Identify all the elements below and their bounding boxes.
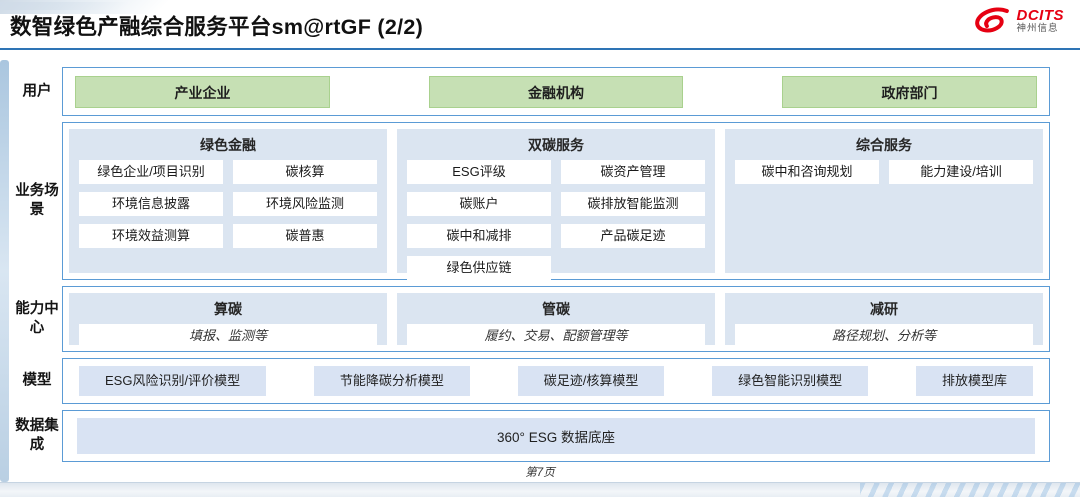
scenario-panel-title: 综合服务 <box>856 137 912 153</box>
models-box: ESG风险识别/评价模型 节能降碳分析模型 碳足迹/核算模型 绿色智能识别模型 排放模型… <box>62 358 1050 404</box>
model-item: 碳足迹/核算模型 <box>517 366 665 396</box>
capability-panels: 算碳填报、监测等管碳履约、交易、配额管理等减研路径规划、分析等 <box>62 286 1050 352</box>
capability-description: 履约、交易、配额管理等 <box>407 324 705 348</box>
page-number: 第7页 <box>525 467 555 479</box>
row-label-data-integration: 数据集成 <box>15 418 59 453</box>
scenario-panels: 绿色金融绿色企业/项目识别碳核算环境信息披露环境风险监测环境效益测算碳普惠双碳服… <box>62 122 1050 280</box>
model-item: 节能降碳分析模型 <box>313 366 470 396</box>
scenario-item: 碳核算 <box>233 160 377 184</box>
user-group-box: 产业企业 <box>75 75 330 108</box>
model-item: 排放模型库 <box>915 366 1033 396</box>
data-integration-box: 360° ESG 数据底座 <box>62 410 1050 462</box>
bottom-decoration-bar <box>0 482 1080 497</box>
row-capability-center: 能力中心 算碳填报、监测等管碳履约、交易、配额管理等减研路径规划、分析等 <box>12 286 1050 352</box>
scenario-item: 碳中和减排 <box>407 224 551 248</box>
scenario-item: 碳普惠 <box>233 224 377 248</box>
scenario-panel: 综合服务碳中和咨询规划能力建设/培训 <box>725 129 1043 273</box>
row-label-models: 模型 <box>22 372 52 389</box>
scenario-item: 碳账户 <box>407 192 551 216</box>
row-business-scenarios: 业务场景 绿色金融绿色企业/项目识别碳核算环境信息披露环境风险监测环境效益测算碳… <box>12 122 1050 280</box>
row-data-integration: 数据集成 360° ESG 数据底座 <box>12 410 1050 462</box>
dcits-brand-name: DCITS <box>1016 7 1064 25</box>
bottom-right-swoosh-decoration <box>860 483 1080 497</box>
row-label-scenarios: 业务场景 <box>15 183 59 218</box>
top-left-swoosh-decoration-2 <box>0 2 144 10</box>
capability-panel-title: 算碳 <box>214 301 242 317</box>
model-item: ESG风险识别/评价模型 <box>79 366 267 396</box>
scenario-item: 碳中和咨询规划 <box>735 160 879 184</box>
left-accent-bar <box>0 60 9 482</box>
scenario-panel-grid: 碳中和咨询规划能力建设/培训 <box>735 160 1033 265</box>
row-models: 模型 ESG风险识别/评价模型 节能降碳分析模型 碳足迹/核算模型 绿色智能识别模型 排… <box>12 358 1050 404</box>
scenario-item: 绿色供应链 <box>407 256 551 280</box>
scenario-panel-title: 双碳服务 <box>528 137 584 153</box>
scenario-item: 能力建设/培训 <box>889 160 1033 184</box>
capability-panel: 算碳填报、监测等 <box>69 293 387 348</box>
dcits-logo-text: DCITS 神州信息 <box>1017 8 1065 34</box>
dcits-brand-subname: 神州信息 <box>1016 22 1059 34</box>
scenario-panel: 绿色金融绿色企业/项目识别碳核算环境信息披露环境风险监测环境效益测算碳普惠 <box>69 129 387 273</box>
scenario-item: 产品碳足迹 <box>561 224 705 248</box>
user-group-box: 政府部门 <box>782 75 1037 108</box>
capability-panel-title: 减研 <box>870 301 898 317</box>
users-box: 产业企业 金融机构 政府部门 <box>62 67 1050 116</box>
scenario-item: 环境信息披露 <box>79 192 223 216</box>
dcits-logo: DCITS 神州信息 <box>972 7 1065 35</box>
title-underline <box>0 48 1080 50</box>
scenario-panel-grid: 绿色企业/项目识别碳核算环境信息披露环境风险监测环境效益测算碳普惠 <box>79 160 377 265</box>
capability-panel-title: 管碳 <box>542 301 570 317</box>
row-label-users: 用户 <box>22 83 52 100</box>
scenario-item: 环境效益测算 <box>79 224 223 248</box>
scenario-item: ESG评级 <box>407 160 551 184</box>
model-item: 绿色智能识别模型 <box>712 366 869 396</box>
scenario-panel-title: 绿色金融 <box>200 137 256 153</box>
capability-panel: 管碳履约、交易、配额管理等 <box>397 293 715 348</box>
row-users: 用户 产业企业 金融机构 政府部门 <box>12 67 1050 116</box>
capability-description: 填报、监测等 <box>79 324 377 348</box>
dcits-swirl-icon <box>974 7 1009 33</box>
capability-description: 路径规划、分析等 <box>735 324 1033 348</box>
scenario-panel: 双碳服务 ESG评级碳资产管理碳账户碳排放智能监测碳中和减排产品碳足迹绿色供应链 <box>397 129 715 280</box>
page-title: 数智绿色产融综合服务平台sm@rtGF (2/2) <box>10 15 424 39</box>
scenario-item: 环境风险监测 <box>233 192 377 216</box>
scenario-item: 碳排放智能监测 <box>561 192 705 216</box>
user-group-box: 金融机构 <box>428 75 684 108</box>
scenario-item: 碳资产管理 <box>561 160 705 184</box>
scenario-panel-grid: ESG评级碳资产管理碳账户碳排放智能监测碳中和减排产品碳足迹绿色供应链 <box>407 160 705 280</box>
data-foundation-item: 360° ESG 数据底座 <box>77 418 1035 454</box>
scenario-item: 绿色企业/项目识别 <box>79 160 223 184</box>
capability-panel: 减研路径规划、分析等 <box>725 293 1043 348</box>
row-label-capabilities: 能力中心 <box>15 301 59 336</box>
